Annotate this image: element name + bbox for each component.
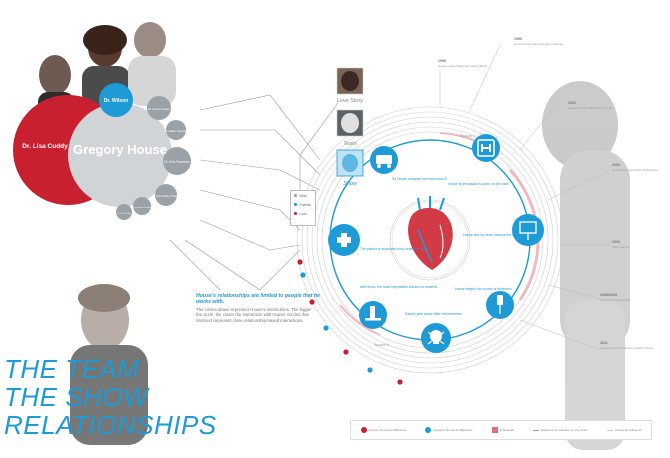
note-body: The circles above represent House's inte… bbox=[196, 307, 312, 323]
step-caption-admit: So House collapses and becomes ill bbox=[392, 177, 447, 181]
cameron-circle bbox=[166, 120, 186, 140]
cuddy-label: Dr. Lisa Cuddy bbox=[22, 143, 68, 150]
thirteen-label: Dr. Remy Hadley Thirteen bbox=[152, 195, 180, 198]
wilson-circle bbox=[99, 83, 133, 117]
tab-team[interactable]: Team bbox=[343, 141, 357, 147]
work-dot-icon bbox=[294, 193, 298, 198]
timeline-text: House and Cuddy kiss bbox=[600, 298, 631, 302]
heart-illustration bbox=[391, 196, 469, 279]
step-admit bbox=[370, 146, 398, 174]
step-hospital bbox=[472, 134, 500, 162]
tab-show[interactable]: Show bbox=[343, 181, 358, 187]
taub-label: Dr. Chris Taub bbox=[117, 212, 132, 215]
man-portrait-photo bbox=[70, 284, 148, 445]
hospital-square-icon bbox=[491, 427, 498, 433]
timeline-text: House has an infarction in his leg bbox=[568, 106, 613, 110]
timeline-text: House drives his car into Cuddy's house bbox=[600, 346, 654, 350]
woman-silhouette-photo bbox=[542, 81, 630, 450]
legend-work: Work bbox=[291, 191, 315, 200]
timeline-year: 2008/2009 bbox=[600, 293, 617, 297]
timeline-text: House works hard and gets a degree bbox=[514, 42, 564, 46]
footer-legend-negative: Negative Romantic Milestone bbox=[425, 427, 473, 433]
chase-circle bbox=[147, 96, 171, 120]
step-lab bbox=[359, 301, 387, 329]
foreman-circle bbox=[163, 147, 191, 175]
footer-legend-evidence: Evidence of Character in The Team bbox=[533, 428, 588, 432]
legend-love: Love bbox=[291, 209, 315, 218]
note-title: House's relationships are limited to peo… bbox=[196, 293, 321, 305]
venn-diagram bbox=[13, 83, 191, 220]
evidence-line-icon bbox=[533, 429, 540, 431]
footer-legend-hospital: In Hospital bbox=[491, 427, 514, 433]
footer-legend-hospital-label: In Hospital bbox=[499, 428, 514, 432]
kutner-circle bbox=[133, 197, 151, 215]
legend-love-label: Love bbox=[299, 211, 307, 216]
taub-circle bbox=[116, 204, 132, 220]
title-line-3: RELATIONSHIPS bbox=[4, 410, 217, 440]
footer-legend-character: Character Influence bbox=[607, 428, 641, 432]
timeline-year: 2004 bbox=[612, 163, 620, 167]
timeline-year: 2001 bbox=[568, 101, 576, 105]
timeline-year: 2006 bbox=[612, 240, 620, 244]
step-death bbox=[421, 323, 451, 353]
title-line-1: THE TEAM bbox=[4, 354, 140, 384]
friends-dot-icon bbox=[294, 202, 298, 207]
house-circle bbox=[68, 103, 172, 207]
foreman-label: Dr. Eric Foreman bbox=[164, 160, 190, 164]
step-caption-patient: The patient is separated from health, or… bbox=[360, 247, 429, 251]
step-caption-lab: After tests, the most improbable solutio… bbox=[360, 285, 437, 289]
timeline-text: House meets Stacy and starts dating bbox=[438, 64, 487, 68]
legend-friends: Friends bbox=[291, 200, 315, 209]
timeline-year: 1999 bbox=[514, 37, 522, 41]
cameron-label: Dr. Allison Cameron bbox=[165, 129, 188, 133]
timeline-year: 1998 bbox=[438, 59, 446, 63]
ring-label-season1: Season 1 bbox=[460, 134, 475, 138]
timeline-spokes bbox=[439, 44, 611, 351]
negative-heart-icon bbox=[425, 427, 432, 433]
positive-heart-icon bbox=[360, 427, 367, 433]
view-tabs[interactable] bbox=[336, 67, 364, 177]
footer-legend-positive: Positive Romantic Milestone bbox=[360, 427, 407, 433]
timeline-text: Cuddy becomes Dean of Medicine bbox=[612, 168, 658, 172]
timeline-captions: 1998 House meets Stacy and starts dating… bbox=[438, 37, 658, 350]
character-line-icon bbox=[607, 429, 614, 431]
step-caption-death: Patient gets worse after the treatment bbox=[405, 312, 462, 316]
step-patient bbox=[328, 224, 360, 256]
step-treatment bbox=[486, 291, 514, 319]
relationship-legend: Work Friends Love bbox=[290, 190, 316, 226]
step-nodes bbox=[328, 134, 544, 353]
kutner-label: Dr. Lawrence Kutner bbox=[132, 206, 152, 209]
wilson-label: Dr. Wilson bbox=[104, 98, 128, 104]
footer-legend-character-label: Character Influence bbox=[615, 428, 642, 432]
chase-label: Dr. Robert Chase bbox=[148, 107, 170, 111]
timeline-year: 2011 bbox=[600, 341, 608, 345]
footer-legend-positive-label: Positive Romantic Milestone bbox=[368, 428, 407, 432]
thirteen-circle bbox=[155, 184, 177, 206]
step-caption-treatment: House begins the course of treatment bbox=[455, 287, 512, 291]
footer-legend-negative-label: Negative Romantic Milestone bbox=[433, 428, 473, 432]
ring-label-season8: Season 8 bbox=[374, 343, 389, 347]
house-label: Gregory House bbox=[73, 142, 167, 157]
legend-friends-label: Friends bbox=[299, 202, 311, 207]
step-diagnosis bbox=[512, 214, 544, 246]
step-caption-diagnosis: House and his team discuss the cases bbox=[463, 233, 521, 237]
love-dot-icon bbox=[294, 211, 298, 216]
connector-lines bbox=[169, 94, 339, 291]
title-line-2: THE SHOW bbox=[4, 382, 149, 412]
timeline-text: Stacy leaves bbox=[612, 245, 630, 249]
footer-legend: Positive Romantic Milestone Negative Rom… bbox=[350, 420, 652, 440]
tab-love-story[interactable]: Love Story bbox=[337, 98, 364, 104]
legend-work-label: Work bbox=[299, 193, 308, 198]
milestone-markers bbox=[297, 259, 403, 385]
step-caption-hospital: House is persuaded to work on the case bbox=[448, 182, 509, 186]
footer-legend-evidence-label: Evidence of Character in The Team bbox=[541, 428, 588, 432]
